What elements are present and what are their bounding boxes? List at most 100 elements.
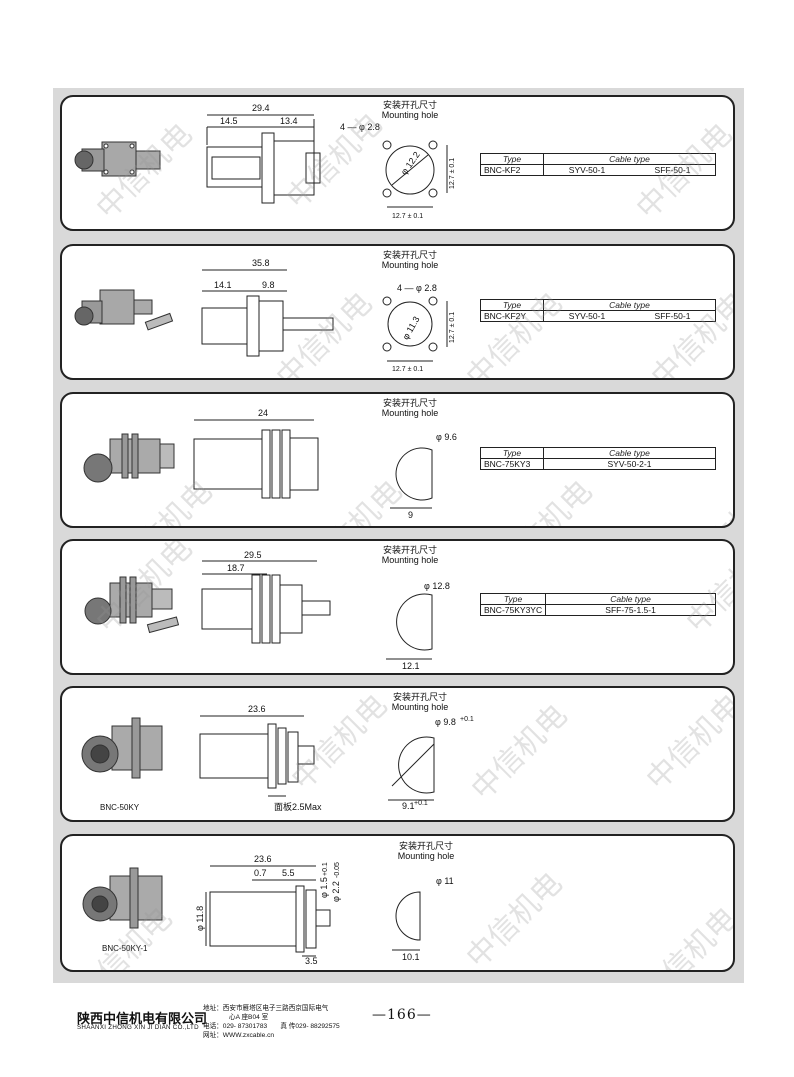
type-value: BNC-75KY3: [480, 458, 544, 470]
dim-holes: 4 — φ 2.8: [340, 122, 380, 132]
mounting-hole-diagram: [390, 447, 433, 509]
cable-value: SFF-50-1: [629, 164, 716, 176]
mounting-hole-title: 安装开孔尺寸 Mounting hole: [362, 398, 458, 418]
dim-overall: 23.6: [248, 704, 266, 714]
company-name-cn: 陕西中信机电有限公司: [77, 1012, 208, 1027]
dim-overall: 24: [258, 408, 268, 418]
side-view: [193, 419, 319, 499]
drawing-bnc-75ky3: 24 φ 9.6 9: [83, 408, 457, 520]
dim-hole: φ 9.8: [435, 717, 456, 727]
dim-pin2: φ 2.2: [331, 881, 341, 902]
dim-pin2-tol: -0.05: [334, 862, 341, 878]
mounting-hole-diagram: [392, 891, 421, 951]
mounting-en: Mounting hole: [381, 408, 439, 418]
product-panel-bnc-75ky3yc: 29.5 18.7 φ 12.8 12.1 安装开孔尺寸 Mounting ho…: [60, 539, 735, 675]
connector-photo: [74, 141, 161, 177]
product-panel-bnc-kf2y: 35.8 14.1 9.8 4 — φ 2.8 φ 11.3 12.7 ± 0.…: [60, 244, 735, 380]
connector-photo: [82, 867, 163, 929]
mounting-en: Mounting hole: [381, 555, 439, 565]
dim-pin1: φ 1.5: [319, 877, 329, 898]
dim-right: 9.8: [262, 280, 275, 290]
dim-tail: 3.5: [305, 956, 318, 966]
dim-overall: 29.5: [244, 550, 262, 560]
dim-left: 14.5: [220, 116, 238, 126]
drawing-bnc-75ky3yc: 29.5 18.7 φ 12.8 12.1: [84, 550, 450, 671]
mounting-cn: 安装开孔尺寸: [392, 692, 447, 702]
type-value: BNC-KF2: [480, 164, 544, 176]
cable-value: SFF-50-1: [629, 310, 716, 322]
dim-hole: φ 11: [436, 876, 454, 886]
dim-left: 18.7: [227, 563, 245, 573]
dim-hole: φ 12.8: [424, 581, 450, 591]
type-header: Type: [480, 153, 544, 165]
mounting-hole-title: 安装开孔尺寸 Mounting hole: [378, 841, 474, 861]
cable-value: SFF-75-1.5-1: [545, 604, 716, 616]
type-header: Type: [479, 593, 547, 605]
cable-header: Cable type: [545, 593, 716, 605]
mounting-hole-title: 安装开孔尺寸 Mounting hole: [362, 545, 458, 565]
mounting-cn: 安装开孔尺寸: [398, 841, 453, 851]
dim-hole: φ 9.6: [436, 432, 457, 442]
type-header: Type: [480, 447, 544, 459]
mounting-cn: 安装开孔尺寸: [382, 545, 437, 555]
mounting-en: Mounting hole: [391, 702, 449, 712]
mounting-hole-diagram: [382, 296, 448, 362]
connector-photo: [83, 433, 175, 483]
dim-pitch-v: 12.7 ± 0.1: [449, 312, 456, 343]
mounting-cn: 安装开孔尺寸: [382, 100, 437, 110]
side-view: [205, 865, 331, 957]
side-view: [199, 715, 315, 797]
side-view: [201, 269, 334, 357]
dim-right: 13.4: [280, 116, 298, 126]
drawing-bnc-50ky-1: 23.6 0.7 5.5 φ 11.8 φ 1.5 +0.1 φ 2.2 -0.…: [82, 854, 454, 966]
product-panel-bnc-kf2: 29.4 14.5 13.4 4 — φ 2.8 φ 12.2 12.7 ± 0…: [60, 95, 735, 231]
page-footer: 陕西中信机电有限公司 SHAANXI ZHONG XIN JI DIAN CO.…: [0, 1000, 794, 1077]
product-panel-bnc-50ky: 23.6 面板2.5Max φ 9.8 +0.1 9.1 +0.1 安装开孔尺寸…: [60, 686, 735, 822]
mounting-hole-diagram: [386, 593, 433, 660]
mounting-cn: 安装开孔尺寸: [382, 398, 437, 408]
mounting-hole-diagram: [382, 140, 448, 208]
dim-pitch-h: 12.7 ± 0.1: [392, 213, 423, 220]
cable-header: Cable type: [543, 447, 716, 459]
dim-circle: φ 11.3: [400, 315, 421, 342]
connector-photo: [74, 289, 174, 331]
dim-flat: 9: [408, 510, 413, 520]
dim-flat-tol: +0.1: [414, 800, 428, 807]
type-value: BNC-KF2Y: [480, 310, 544, 322]
dim-panel: 面板2.5Max: [274, 801, 322, 812]
mounting-en: Mounting hole: [397, 851, 455, 861]
dim-flat: 12.1: [402, 661, 420, 671]
website-line: 网址：WWW.zxcable.cn: [203, 1032, 275, 1039]
contact-block: 地址：西安市雁塔区电子三路西京国际电气 心A 座B04 室 电话：029- 87…: [203, 1004, 378, 1040]
page-number: —166—: [372, 1007, 432, 1023]
cable-value: SYV-50-1: [542, 310, 630, 322]
cable-value: SYV-50-1: [542, 164, 630, 176]
address-line: 地址：西安市雁塔区电子三路西京国际电气: [203, 1005, 329, 1012]
mounting-hole-title: 安装开孔尺寸 Mounting hole: [362, 100, 458, 120]
dim-hole-tol: +0.1: [460, 716, 474, 723]
type-header: Type: [480, 299, 544, 311]
mounting-hole-title: 安装开孔尺寸 Mounting hole: [362, 250, 458, 270]
product-panel-bnc-50ky-1: 23.6 0.7 5.5 φ 11.8 φ 1.5 +0.1 φ 2.2 -0.…: [60, 834, 735, 972]
type-value: BNC-75KY3YC: [479, 604, 547, 616]
mounting-hole-title: 安装开孔尺寸 Mounting hole: [372, 692, 468, 712]
dim-left: 14.1: [214, 280, 232, 290]
dim-a: 0.7: [254, 868, 267, 878]
connector-photo: [84, 576, 180, 634]
dim-holes: 4 — φ 2.8: [397, 283, 437, 293]
dim-overall: 23.6: [254, 854, 272, 864]
dim-body: φ 11.8: [195, 906, 205, 931]
company-name-en: SHAANXI ZHONG XIN JI DIAN CO.,LTD: [77, 1024, 199, 1031]
connector-photo: [81, 717, 163, 779]
model-label: BNC-50KY-1: [102, 944, 148, 953]
drawing-bnc-kf2: 29.4 14.5 13.4 4 — φ 2.8 φ 12.2 12.7 ± 0…: [74, 103, 456, 220]
dim-pitch-h: 12.7 ± 0.1: [392, 366, 423, 373]
dim-pin1-tol: +0.1: [322, 862, 329, 876]
model-label: BNC-50KY: [100, 803, 140, 812]
drawing-bnc-50ky: 23.6 面板2.5Max φ 9.8 +0.1 9.1 +0.1: [81, 704, 474, 812]
